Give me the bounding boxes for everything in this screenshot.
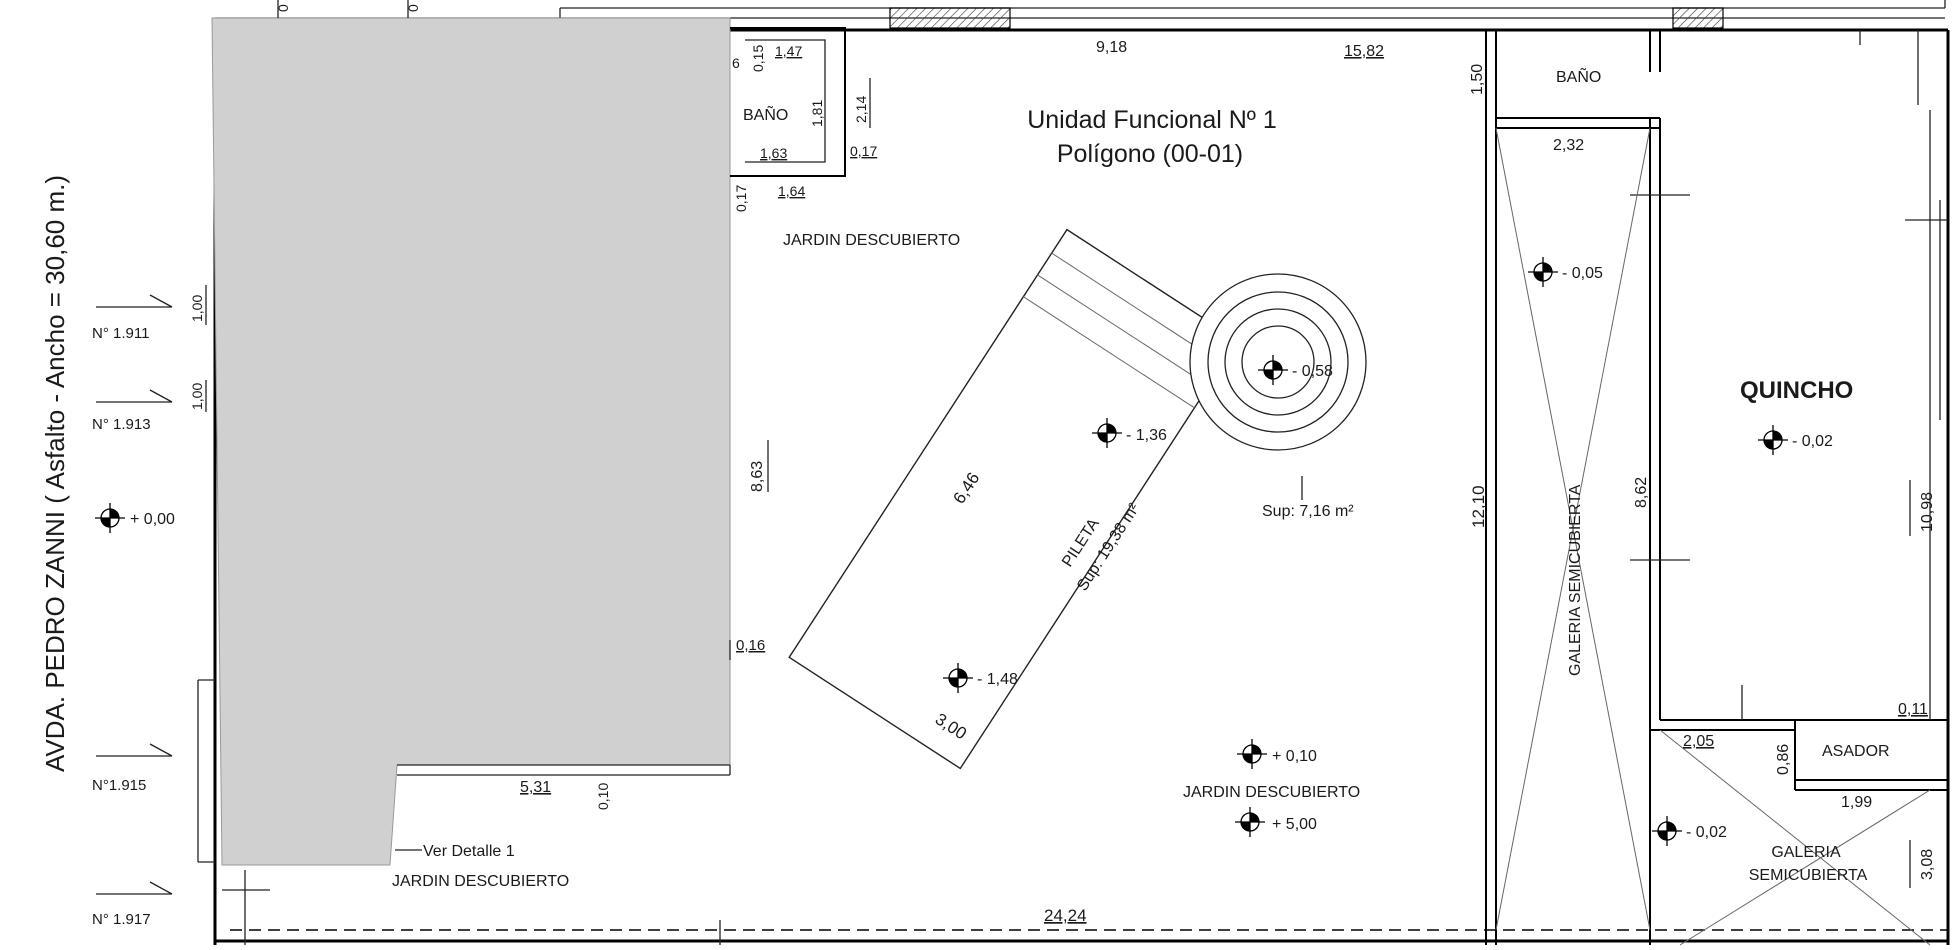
dim: 1,81 <box>809 100 825 127</box>
house-number-arrows <box>96 294 173 895</box>
street-label: AVDA. PEDRO ZANNI ( Asfalto - Ancho = 30… <box>40 175 70 772</box>
pool-width: 3,00 <box>932 709 970 743</box>
garden-bottom-label: JARDIN DESCUBIERTO <box>392 873 569 890</box>
redacted-house-block <box>211 17 731 866</box>
garden-mid-label: JARDIN DESCUBIERTO <box>1183 784 1360 801</box>
level-marker-icon <box>1757 424 1789 456</box>
dim: 12,10 <box>1469 485 1488 528</box>
bath-left: BAÑO <box>730 27 846 177</box>
dim: 0,86 <box>1775 744 1792 775</box>
gallery-lower-label-1: GALERIA <box>1771 844 1841 861</box>
dim: 0,17 <box>733 185 749 212</box>
house-edge <box>397 640 731 776</box>
gallery-vertical-label: GALERIA SEMICUBIERTA <box>1567 484 1584 676</box>
dim: 1,50 <box>1469 64 1486 95</box>
hatched-wall-section <box>1672 7 1724 29</box>
hatched-wall-section <box>889 7 1011 29</box>
top-boundary <box>215 0 1946 29</box>
dim: 1,63 <box>760 145 787 161</box>
level-pool-top: - 1,36 <box>1126 427 1167 444</box>
polygon-title: Polígono (00-01) <box>1057 140 1243 168</box>
dim: 1,99 <box>1841 794 1872 811</box>
dim: 15,82 <box>1344 43 1384 60</box>
dim: 0,11 <box>1898 701 1928 718</box>
dim: 1,00 <box>189 295 205 322</box>
dim: 2,05 <box>1683 733 1714 750</box>
level-marker-icon <box>94 502 126 534</box>
dim: 2,32 <box>1553 137 1584 154</box>
level-round: - 0,58 <box>1292 363 1333 380</box>
dim: 0 <box>275 4 291 12</box>
level-gallery-lower: - 0,02 <box>1686 824 1727 841</box>
right-dims: 1,50 2,32 12,10 8,62 10,98 0,11 2,05 0,8… <box>1469 64 1936 888</box>
level-marker-icon <box>1234 806 1266 838</box>
quincho-label: QUINCHO <box>1740 377 1853 404</box>
gallery-lower-label-2: SEMICUBIERTA <box>1749 867 1868 884</box>
dim: 1,64 <box>778 183 805 199</box>
detail-note: Ver Detalle 1 <box>423 843 515 860</box>
dim: 8,62 <box>1633 477 1650 508</box>
dim: 8,63 <box>749 461 766 492</box>
level-marker-icon <box>942 662 974 694</box>
house-number: N° 1.917 <box>92 911 151 928</box>
bath-left-label: BAÑO <box>743 104 788 124</box>
level-marker-icon <box>1091 417 1123 449</box>
house-number: N°1.915 <box>92 777 146 794</box>
house-number: N° 1.911 <box>92 325 149 342</box>
level-quincho: - 0,02 <box>1792 433 1833 450</box>
dim: 0 <box>405 4 421 12</box>
bath-dims: 6 0,15 1,47 1,81 2,14 1,63 0,17 0,17 1,6… <box>275 0 877 212</box>
dim: 9,18 <box>1096 39 1127 56</box>
gallery-diagonals <box>1495 127 1931 946</box>
asador-label: ASADOR <box>1822 743 1890 760</box>
right-zone-walls <box>1485 30 1948 945</box>
dim: 24,24 <box>1044 906 1087 925</box>
dim: 0,17 <box>850 143 877 159</box>
dim: 10,98 <box>1919 492 1936 532</box>
dim: 0,10 <box>595 783 611 810</box>
pool-length: 6,46 <box>949 469 983 507</box>
level-pool-bottom: - 1,48 <box>977 671 1018 688</box>
bath-right-label: BAÑO <box>1556 66 1601 86</box>
dim: 6 <box>732 55 740 71</box>
dim: 0,15 <box>750 45 766 72</box>
round-spa <box>1189 273 1367 500</box>
dim: 1,00 <box>189 383 205 410</box>
dim: 0,16 <box>736 637 765 654</box>
dim: 3,08 <box>1919 849 1936 880</box>
level-gallery: - 0,05 <box>1562 265 1603 282</box>
dim: 2,14 <box>853 96 869 123</box>
house-number: N° 1.913 <box>92 416 151 433</box>
level-marker-icon <box>1651 815 1683 847</box>
dim: 5,31 <box>520 779 551 796</box>
round-area: Sup: 7,16 m² <box>1262 503 1354 520</box>
unit-title: Unidad Funcional Nº 1 <box>1027 106 1277 134</box>
level-marker-icon <box>1236 738 1268 770</box>
dim: 1,47 <box>775 43 802 59</box>
level-garden-2: + 5,00 <box>1272 816 1317 833</box>
level-garden: + 0,10 <box>1272 748 1317 765</box>
level-marker-icon <box>1527 256 1559 288</box>
center-dims: 1,00 1,00 8,63 0,16 5,31 0,10 24,24 <box>189 285 1087 925</box>
garden-top-label: JARDIN DESCUBIERTO <box>783 232 960 249</box>
level-street: + 0,00 <box>130 511 175 528</box>
